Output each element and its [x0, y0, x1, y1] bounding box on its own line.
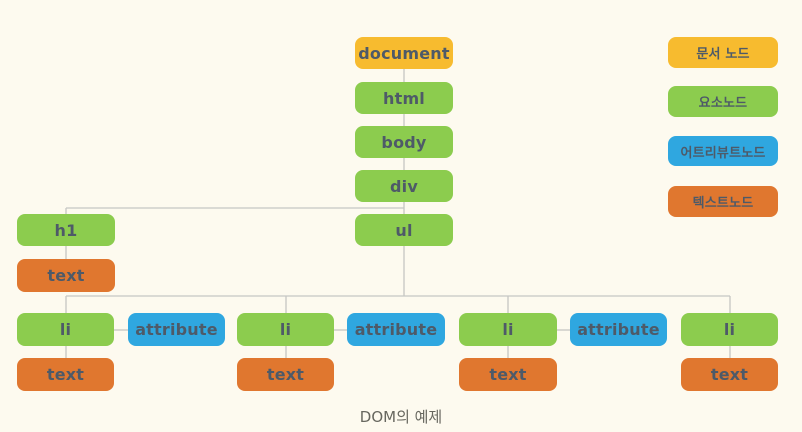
diagram-caption: DOM의 예제: [359, 408, 443, 426]
node-li-4-text: text: [681, 358, 778, 391]
node-li-1-text: text: [17, 358, 114, 391]
node-attribute-3: attribute: [570, 313, 667, 346]
node-body: body: [355, 126, 453, 158]
node-div: div: [355, 170, 453, 202]
node-document: document: [355, 37, 453, 69]
node-h1: h1: [17, 214, 115, 246]
node-h1-text: text: [17, 259, 115, 292]
legend-item-element-node: 요소노드: [668, 86, 778, 117]
node-li-4: li: [681, 313, 778, 346]
node-attribute-2: attribute: [347, 313, 445, 346]
legend-item-document-node: 문서 노드: [668, 37, 778, 68]
node-li-2-text: text: [237, 358, 334, 391]
node-li-3: li: [459, 313, 557, 346]
node-li-1: li: [17, 313, 114, 346]
legend-item-attribute-node: 어트리뷰트노드: [668, 136, 778, 166]
node-li-3-text: text: [459, 358, 557, 391]
node-li-2: li: [237, 313, 334, 346]
node-attribute-1: attribute: [128, 313, 225, 346]
legend-item-text-node: 텍스트노드: [668, 186, 778, 217]
node-html: html: [355, 82, 453, 114]
node-ul: ul: [355, 214, 453, 246]
